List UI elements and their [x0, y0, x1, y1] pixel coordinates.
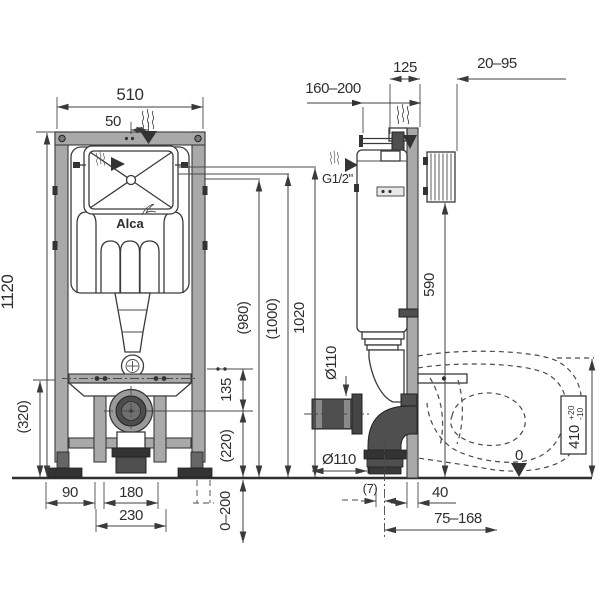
drain-pipe: [116, 431, 146, 449]
post-clip-icon: [52, 186, 58, 195]
elbow-outlet: [368, 466, 402, 475]
wall-bracket: [426, 151, 456, 203]
shelf-bolt-icon: [441, 376, 447, 381]
dim-bowl-height: 410: [566, 425, 583, 449]
side-dimensions: 125 20–95 160–200 590 Ø110 Ø110 (7) 40 7…: [305, 55, 596, 534]
dim-elbow-diameter: Ø110: [322, 451, 356, 468]
front-view: Alca: [47, 108, 214, 504]
post-clip-icon: [202, 241, 208, 250]
dim-plate-to-drain: 135: [218, 378, 235, 402]
fixing-bolt-icon: [161, 376, 167, 381]
post-clip-icon: [52, 241, 58, 250]
frame-left-post: [54, 131, 69, 463]
elbow-connector: [400, 393, 418, 407]
supply-valve-block: [391, 131, 405, 152]
post-clip-icon: [354, 184, 359, 192]
fixing-bolt-icon: [102, 376, 108, 381]
dim-supply-reach: 160–200: [305, 80, 361, 97]
flush-pipe-funnel: [114, 292, 151, 353]
bracket-clip-icon: [423, 157, 428, 165]
floor-zero-icon: [511, 463, 527, 477]
fixing-bolt-icon: [153, 376, 159, 381]
dim-profile-depth: 40: [432, 484, 448, 501]
bowl-height-box: [560, 395, 587, 455]
inlet-arrow-icon: [403, 135, 417, 149]
plate-screw-icon: [73, 162, 80, 168]
frame-top-rail: [54, 131, 206, 146]
label-water-connection: G1/2": [322, 171, 354, 186]
dim-foot-to-edge: 90: [62, 484, 78, 501]
dim-leg-adjustment: 0–200: [217, 491, 234, 531]
water-supply-icon: [396, 103, 410, 125]
brand-bird-icon: [141, 203, 157, 216]
left-strut: [93, 395, 107, 463]
dim-drain-width-inner: 180: [119, 484, 143, 501]
water-flow-icon: [330, 150, 339, 165]
dim-outlet-distance: 75–168: [434, 510, 482, 527]
dim-inlet-offset: 50: [105, 113, 121, 130]
brand-logo: Alca: [116, 216, 144, 231]
dim-flush-height-c: 1020: [291, 302, 308, 334]
front-dimensions: 510 50 1120 (320) 90 180 230 0–200 135 (…: [0, 85, 319, 543]
flow-arrow-icon: [345, 158, 358, 172]
cistern-flange: [364, 338, 402, 346]
window-center: [125, 174, 137, 186]
wall-bracket-ribs: [430, 153, 452, 201]
fill-valve: [380, 150, 401, 162]
cistern-flange: [366, 344, 399, 351]
frame-right-post: [191, 131, 206, 463]
drain-collar: [111, 447, 151, 458]
right-strut: [153, 395, 167, 463]
dim-drain-axis-height: (220): [218, 429, 235, 462]
flow-arrow-icon: [111, 157, 125, 171]
elbow-collar: [363, 449, 407, 460]
right-foot-screw: [190, 451, 204, 469]
fixing-bolt-icon: [94, 376, 100, 381]
cistern-flange: [361, 331, 405, 340]
supply-pipe-cap: [359, 135, 363, 147]
drain-outlet: [115, 456, 147, 474]
side-cistern: [356, 149, 408, 333]
dim-wall-distance: 20–95: [477, 55, 517, 72]
corner-screw-icon: [194, 134, 202, 143]
left-foot-plate: [47, 467, 83, 478]
dim-arrow: [352, 99, 363, 107]
dim-flush-height-b: (1000): [264, 298, 281, 339]
elbow-collar: [366, 458, 404, 468]
dim-frame-depth: 125: [393, 59, 417, 76]
inlet-arrow-icon: [140, 131, 157, 144]
dim-bracket-height: 590: [421, 273, 438, 297]
wall-fixing-bolt: [398, 308, 419, 318]
extended-foot-dashed: [193, 480, 214, 504]
stub-ring: [316, 400, 322, 428]
flush-bend-inner: [125, 359, 140, 373]
right-foot-plate: [177, 467, 213, 478]
dim-total-width: 510: [116, 85, 143, 104]
dim-bowl-tol-plus: +20: [566, 405, 576, 420]
dim-axis-offset: (7): [363, 481, 378, 496]
bracket-clip-icon: [423, 187, 428, 195]
plate-screw-icon: [181, 162, 188, 168]
water-supply-icon: [141, 108, 155, 130]
left-foot-screw: [56, 451, 70, 469]
dim-drain-width-outer: 230: [119, 507, 143, 524]
dim-outlet-diameter: Ø110: [323, 346, 340, 380]
dim-total-height: 1120: [0, 275, 17, 310]
post-clip-icon: [202, 186, 208, 195]
side-flush-bend: [368, 349, 405, 403]
side-view: G1/2": [304, 103, 594, 540]
floor-zero-label: 0: [515, 447, 523, 464]
rail-hole-icon: [130, 136, 135, 141]
dim-flush-height-a: (980): [235, 301, 252, 334]
rail-hole-icon: [124, 136, 129, 141]
dim-lower-frame-height: (320): [15, 400, 32, 433]
corner-screw-icon: [58, 134, 66, 143]
dim-bowl-tol-minus: -10: [575, 407, 585, 420]
